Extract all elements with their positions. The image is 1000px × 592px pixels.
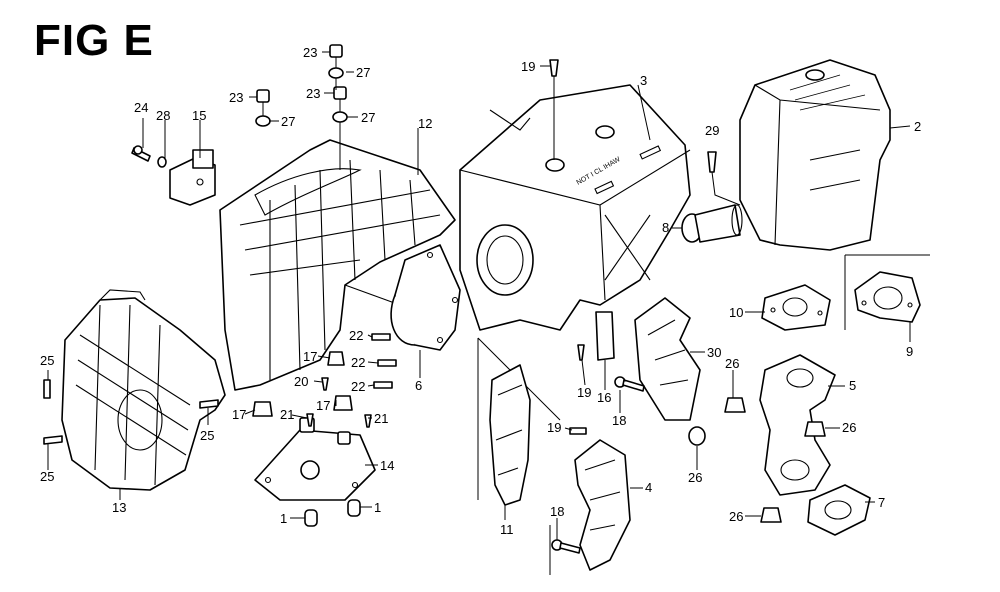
callout-18: 18 bbox=[612, 413, 626, 428]
callout-26: 26 bbox=[725, 356, 739, 371]
callout-4: 4 bbox=[645, 480, 652, 495]
part-11-guard bbox=[489, 364, 531, 506]
callout-22: 22 bbox=[351, 379, 365, 394]
part-18-bolt bbox=[551, 376, 645, 554]
part-6-duct bbox=[390, 244, 461, 351]
callout-17: 17 bbox=[303, 349, 317, 364]
part-17-grommets bbox=[252, 351, 353, 417]
callout-25: 25 bbox=[40, 469, 54, 484]
part-26-nuts bbox=[688, 397, 826, 523]
callout-18: 18 bbox=[550, 504, 564, 519]
callout-21: 21 bbox=[374, 411, 388, 426]
callout-12: 12 bbox=[418, 116, 432, 131]
callout-17: 17 bbox=[232, 407, 246, 422]
callout-29: 29 bbox=[705, 123, 719, 138]
part-3-cylinder-cover: NOT I CL IHAW bbox=[459, 84, 691, 331]
part-13-lower-shroud bbox=[61, 289, 226, 491]
callout-21: 21 bbox=[280, 407, 294, 422]
callout-23: 23 bbox=[229, 90, 243, 105]
callout-17: 17 bbox=[316, 398, 330, 413]
part-28-washer bbox=[157, 156, 167, 168]
callout-9: 9 bbox=[906, 344, 913, 359]
callout-11: 11 bbox=[500, 522, 514, 537]
callout-7: 7 bbox=[878, 495, 885, 510]
part-14-base-plate bbox=[254, 417, 376, 501]
callout-8: 8 bbox=[662, 220, 669, 235]
part-19-screws bbox=[549, 59, 587, 435]
small-screws bbox=[43, 333, 397, 445]
part-30-bracket bbox=[634, 297, 701, 421]
part-5-manifold bbox=[759, 354, 836, 496]
callout-27: 27 bbox=[281, 114, 295, 129]
part-8-tailpipe bbox=[681, 204, 743, 243]
callout-22: 22 bbox=[351, 355, 365, 370]
callout-25: 25 bbox=[40, 353, 54, 368]
callout-15: 15 bbox=[192, 108, 206, 123]
part-10-gasket bbox=[761, 284, 831, 331]
part-2-muffler bbox=[739, 59, 891, 251]
part-4-bracket bbox=[574, 439, 631, 571]
part-12-upper-shroud bbox=[219, 139, 456, 391]
callout-2: 2 bbox=[914, 119, 921, 134]
callout-28: 28 bbox=[156, 108, 170, 123]
callout-23: 23 bbox=[303, 45, 317, 60]
callout-1: 1 bbox=[374, 500, 381, 515]
callout-16: 16 bbox=[597, 390, 611, 405]
callout-13: 13 bbox=[112, 500, 126, 515]
callout-6: 6 bbox=[415, 378, 422, 393]
callout-25: 25 bbox=[200, 428, 214, 443]
callout-20: 20 bbox=[294, 374, 308, 389]
callout-27: 27 bbox=[356, 65, 370, 80]
callout-14: 14 bbox=[380, 458, 394, 473]
part-29-screw bbox=[707, 151, 741, 206]
callout-24: 24 bbox=[134, 100, 148, 115]
callout-labels: 23 27 23 27 23 27 24 28 15 12 19 3 2 29 … bbox=[40, 45, 921, 537]
callout-30: 30 bbox=[707, 345, 721, 360]
callout-19: 19 bbox=[547, 420, 561, 435]
callout-26: 26 bbox=[842, 420, 856, 435]
callout-26: 26 bbox=[688, 470, 702, 485]
part-7-gasket bbox=[807, 484, 871, 536]
callout-3: 3 bbox=[640, 73, 647, 88]
callout-19: 19 bbox=[521, 59, 535, 74]
callout-5: 5 bbox=[849, 378, 856, 393]
callout-1: 1 bbox=[280, 511, 287, 526]
callout-26: 26 bbox=[729, 509, 743, 524]
callout-23: 23 bbox=[306, 86, 320, 101]
callout-27: 27 bbox=[361, 110, 375, 125]
part-23-nut-stack bbox=[255, 44, 348, 170]
figure-title: FIG E bbox=[34, 16, 154, 65]
leader-lines bbox=[47, 51, 911, 540]
part-9-gasket bbox=[854, 271, 921, 323]
part-16-bracket bbox=[595, 311, 615, 361]
part-1-feet bbox=[304, 499, 361, 527]
callout-19: 19 bbox=[577, 385, 591, 400]
part-15-bracket bbox=[169, 149, 216, 206]
callout-10: 10 bbox=[729, 305, 743, 320]
part-24-bolt bbox=[131, 145, 151, 162]
callout-22: 22 bbox=[349, 328, 363, 343]
